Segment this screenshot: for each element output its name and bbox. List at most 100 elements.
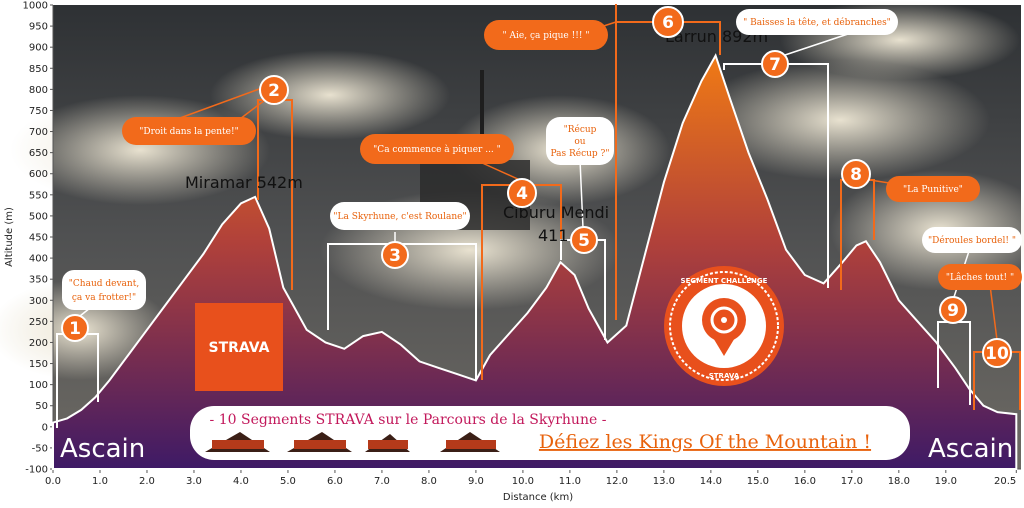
svg-text:"Lâches tout! ": "Lâches tout! "	[946, 272, 1014, 283]
x-tick-label: 1.0	[92, 476, 108, 487]
skyrhune-logo-1	[205, 432, 270, 452]
x-tick-label: 20.5	[994, 476, 1016, 487]
svg-text:3: 3	[389, 246, 401, 266]
svg-text:1: 1	[69, 319, 81, 339]
segment-8-number: 8	[841, 159, 871, 189]
segment-2-number: 2	[259, 75, 289, 105]
y-tick-label: 550	[29, 190, 48, 201]
svg-text:"La Skyrhune, c'est Roulane": "La Skyrhune, c'est Roulane"	[333, 212, 466, 222]
y-tick-label: -50	[32, 443, 48, 454]
y-tick-label: 0	[42, 422, 48, 433]
peak-label-ciburu: Ciburu Mendi	[503, 203, 609, 222]
x-tick-label: 3.0	[186, 476, 202, 487]
segment-challenge-badge: SEGMENT CHALLENGE STRAVA	[664, 266, 784, 386]
banner-title: - 10 Segments STRAVA sur le Parcours de …	[210, 412, 607, 428]
callout-6: " Aie, ça pique !!! "	[484, 20, 608, 50]
svg-text:2: 2	[268, 81, 280, 101]
y-tick-label: 150	[29, 359, 48, 370]
callout-3: "La Skyrhune, c'est Roulane"	[330, 202, 470, 230]
x-tick-label: 5.0	[280, 476, 296, 487]
segment-7-number: 7	[761, 50, 789, 78]
x-tick-label: 16.0	[794, 476, 816, 487]
segment-callouts: "Chaud devant, ça va frotter!" "Droit dan…	[62, 9, 1022, 310]
callout-8: "La Punitive"	[886, 176, 980, 202]
y-tick-label: 250	[29, 317, 48, 328]
svg-text:"Déroules bordel! ": "Déroules bordel! "	[928, 235, 1016, 246]
callout-2: "Droit dans la pente!"	[122, 117, 256, 145]
svg-text:" Aie, ça pique !!! ": " Aie, ça pique !!! "	[503, 31, 590, 41]
callout-1-line-2: ça va frotter!"	[72, 293, 136, 303]
y-tick-label: 750	[29, 106, 48, 117]
y-tick-label: 500	[29, 211, 48, 222]
callout-5-line-2: ou	[574, 137, 585, 147]
y-tick-label: 900	[29, 43, 48, 54]
svg-text:" Baisses la tête, et débranch: " Baisses la tête, et débranches"	[743, 17, 891, 28]
segment-1-number: 1	[61, 314, 89, 342]
y-tick-label: 850	[29, 64, 48, 75]
x-tick-label: 2.0	[139, 476, 155, 487]
callout-9: "Déroules bordel! "	[922, 227, 1022, 253]
y-tick-label: 300	[29, 296, 48, 307]
x-tick-label: 11.0	[559, 476, 581, 487]
y-tick-label: 100	[29, 380, 48, 391]
segment-6-number: 6	[652, 6, 684, 38]
svg-text:"La Punitive": "La Punitive"	[903, 185, 963, 195]
x-tick-label: 4.0	[233, 476, 249, 487]
peak-label-ciburu-alt: 411	[538, 226, 569, 245]
x-tick-label: 7.0	[374, 476, 390, 487]
segment-number-circles: 1 2 3 4 5 6 7 8 9 10	[61, 6, 1012, 368]
callout-1: "Chaud devant, ça va frotter!"	[62, 270, 146, 310]
y-tick-label: 350	[29, 275, 48, 286]
segment-4-number: 4	[507, 178, 537, 208]
profile-area	[52, 53, 1018, 470]
x-tick-label: 15.0	[747, 476, 769, 487]
x-tick-label: 19.0	[935, 476, 957, 487]
callout-10: "Lâches tout! "	[938, 264, 1022, 290]
end-label: Ascain	[928, 434, 1013, 464]
callout-5-line-3: Pas Récup ?"	[550, 148, 609, 159]
skyrhune-logo-2	[287, 432, 352, 452]
callout-5-line-1: "Récup	[564, 124, 597, 135]
y-tick-label: 400	[29, 254, 48, 265]
x-tick-label: 8.0	[421, 476, 437, 487]
start-label: Ascain	[60, 434, 145, 464]
callout-7: " Baisses la tête, et débranches"	[736, 9, 898, 35]
y-tick-label: 950	[29, 22, 48, 33]
segment-10-number: 10	[982, 338, 1012, 368]
y-tick-label: 200	[29, 338, 48, 349]
y-tick-label: 800	[29, 85, 48, 96]
y-tick-label: -100	[25, 465, 48, 476]
x-tick-label: 10.0	[512, 476, 534, 487]
svg-text:4: 4	[516, 184, 528, 204]
svg-text:5: 5	[578, 231, 590, 251]
svg-text:"Chaud devant,ça va frotter!": "Chaud devant, ça va frotter!"	[69, 279, 139, 303]
callout-1-line-1: "Chaud devant,	[69, 279, 139, 289]
callout-4: "Ca commence à piquer ... "	[360, 134, 514, 164]
svg-text:9: 9	[947, 301, 959, 321]
x-tick-label: 9.0	[468, 476, 484, 487]
x-tick-label: 17.0	[841, 476, 863, 487]
svg-text:SEGMENT CHALLENGE: SEGMENT CHALLENGE	[681, 277, 768, 285]
strava-logo: STRAVA	[195, 303, 283, 391]
y-tick-label: 1000	[23, 1, 48, 12]
y-tick-label: 600	[29, 169, 48, 180]
svg-text:"Ca commence à piquer ... ": "Ca commence à piquer ... "	[373, 144, 501, 155]
x-tick-label: 13.0	[653, 476, 675, 487]
svg-text:10: 10	[985, 344, 1009, 364]
y-axis-ticks: 1000950900850800750700650600550500450400…	[23, 1, 53, 476]
segment-9-number: 9	[939, 296, 967, 324]
y-tick-label: 50	[35, 401, 48, 412]
y-tick-label: 650	[29, 148, 48, 159]
peak-label-miramar: Miramar 542m	[185, 173, 303, 192]
x-tick-label: 18.0	[888, 476, 910, 487]
segment-5-number: 5	[570, 226, 598, 254]
svg-text:"Droit dans la pente!": "Droit dans la pente!"	[139, 127, 239, 137]
svg-text:STRAVA: STRAVA	[208, 340, 269, 356]
x-axis-title: Distance (km)	[503, 492, 573, 503]
svg-text:7: 7	[769, 55, 781, 75]
y-tick-label: 450	[29, 233, 48, 244]
